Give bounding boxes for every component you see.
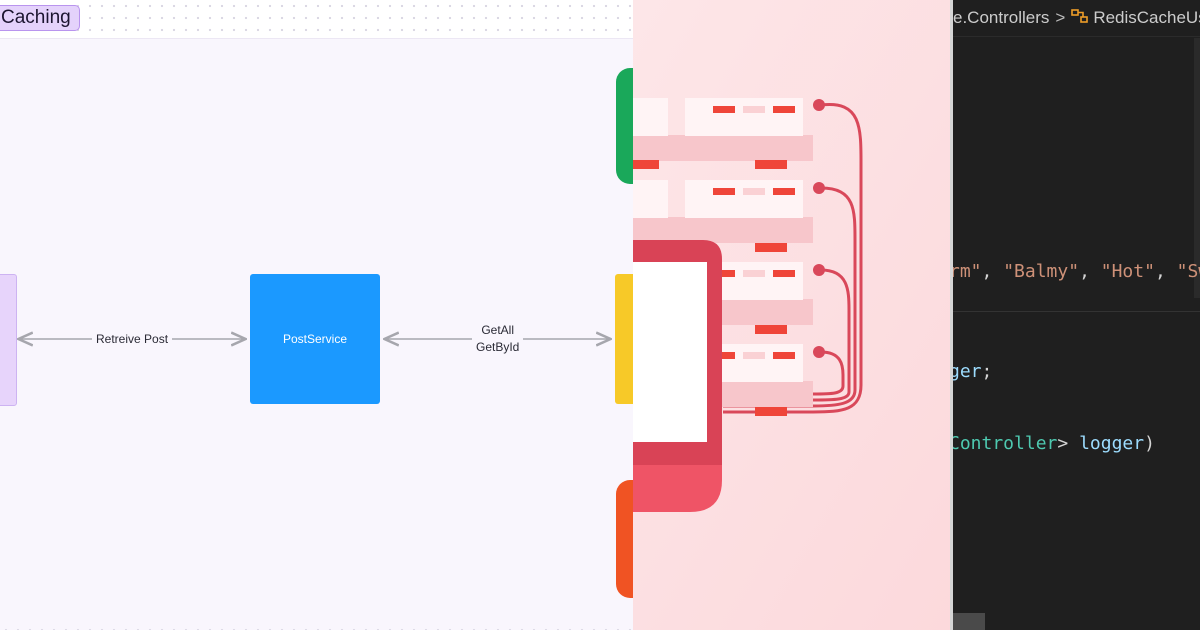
edge-label-retrieve-post: Retreive Post	[92, 331, 173, 348]
edge-label-getbyid: GetById	[476, 340, 520, 354]
class-icon	[1071, 8, 1089, 29]
code-line-summaries[interactable]: rm", "Balmy", "Hot", "Sw	[953, 260, 1200, 284]
architecture-diagram-canvas[interactable]: Caching PostService Retreive Post GetAll…	[0, 0, 633, 630]
canvas-dot-grid-header	[0, 0, 633, 39]
network-cables	[723, 102, 863, 414]
monitor-device	[633, 240, 722, 512]
breadcrumb-chevron-icon: >	[1055, 8, 1066, 27]
section-label-text: Caching	[1, 7, 71, 28]
code-token-type: Controller	[953, 433, 1058, 454]
server-unit-1	[633, 98, 825, 169]
database-node-bottom[interactable]	[616, 480, 633, 598]
client-node[interactable]	[0, 274, 17, 406]
code-token-string: "Balmy"	[1003, 261, 1080, 282]
monitor-screen	[633, 262, 707, 442]
cache-node[interactable]	[615, 274, 633, 404]
server-rack-illustration	[633, 0, 950, 630]
cable-4	[723, 350, 845, 396]
code-section-separator	[953, 311, 1200, 312]
editor-breadcrumb: e.Controllers > RedisCacheUs	[953, 0, 1200, 37]
code-token-string: "Sw	[1176, 261, 1200, 282]
code-token-string: "Hot"	[1100, 261, 1155, 282]
cable-3	[723, 268, 851, 402]
edge-label-cache-methods: GetAll GetById	[472, 322, 524, 356]
breadcrumb-class[interactable]: RedisCacheUs	[1093, 8, 1200, 27]
canvas-dot-grid-footer	[0, 624, 633, 630]
post-service-label: PostService	[282, 332, 348, 346]
code-token-string: rm"	[953, 261, 982, 282]
cable-2	[723, 186, 857, 408]
code-token-comma: ,	[1154, 261, 1177, 282]
edge-label-getall: GetAll	[481, 323, 515, 337]
code-line-constructor[interactable]: Controller> logger)	[953, 432, 1155, 456]
code-line-logger-field[interactable]: ger;	[953, 360, 992, 384]
code-token-parameter: logger	[1079, 433, 1145, 454]
database-node-top[interactable]	[616, 68, 633, 184]
code-editor[interactable]: e.Controllers > RedisCacheUs rm", "Balmy…	[953, 0, 1200, 630]
code-token-semicolon: ;	[981, 361, 993, 382]
server-unit-2	[633, 180, 825, 252]
code-token-variable: ger	[953, 361, 982, 382]
edge-label-retrieve-post-text: Retreive Post	[96, 332, 169, 346]
breadcrumb-namespace[interactable]: e.Controllers	[953, 8, 1050, 27]
editor-vertical-scrollbar[interactable]	[1194, 38, 1200, 298]
code-token-paren: )	[1144, 433, 1155, 454]
code-token-generic-close: >	[1057, 433, 1080, 454]
post-service-node[interactable]: PostService	[250, 274, 380, 404]
editor-horizontal-scrollbar[interactable]	[953, 613, 985, 630]
panel-divider	[950, 0, 953, 630]
server-rack-graphic	[633, 98, 863, 512]
section-label-caching[interactable]: Caching	[0, 5, 80, 31]
code-token-comma: ,	[981, 261, 1004, 282]
cable-1	[723, 102, 863, 414]
code-token-comma: ,	[1079, 261, 1101, 282]
